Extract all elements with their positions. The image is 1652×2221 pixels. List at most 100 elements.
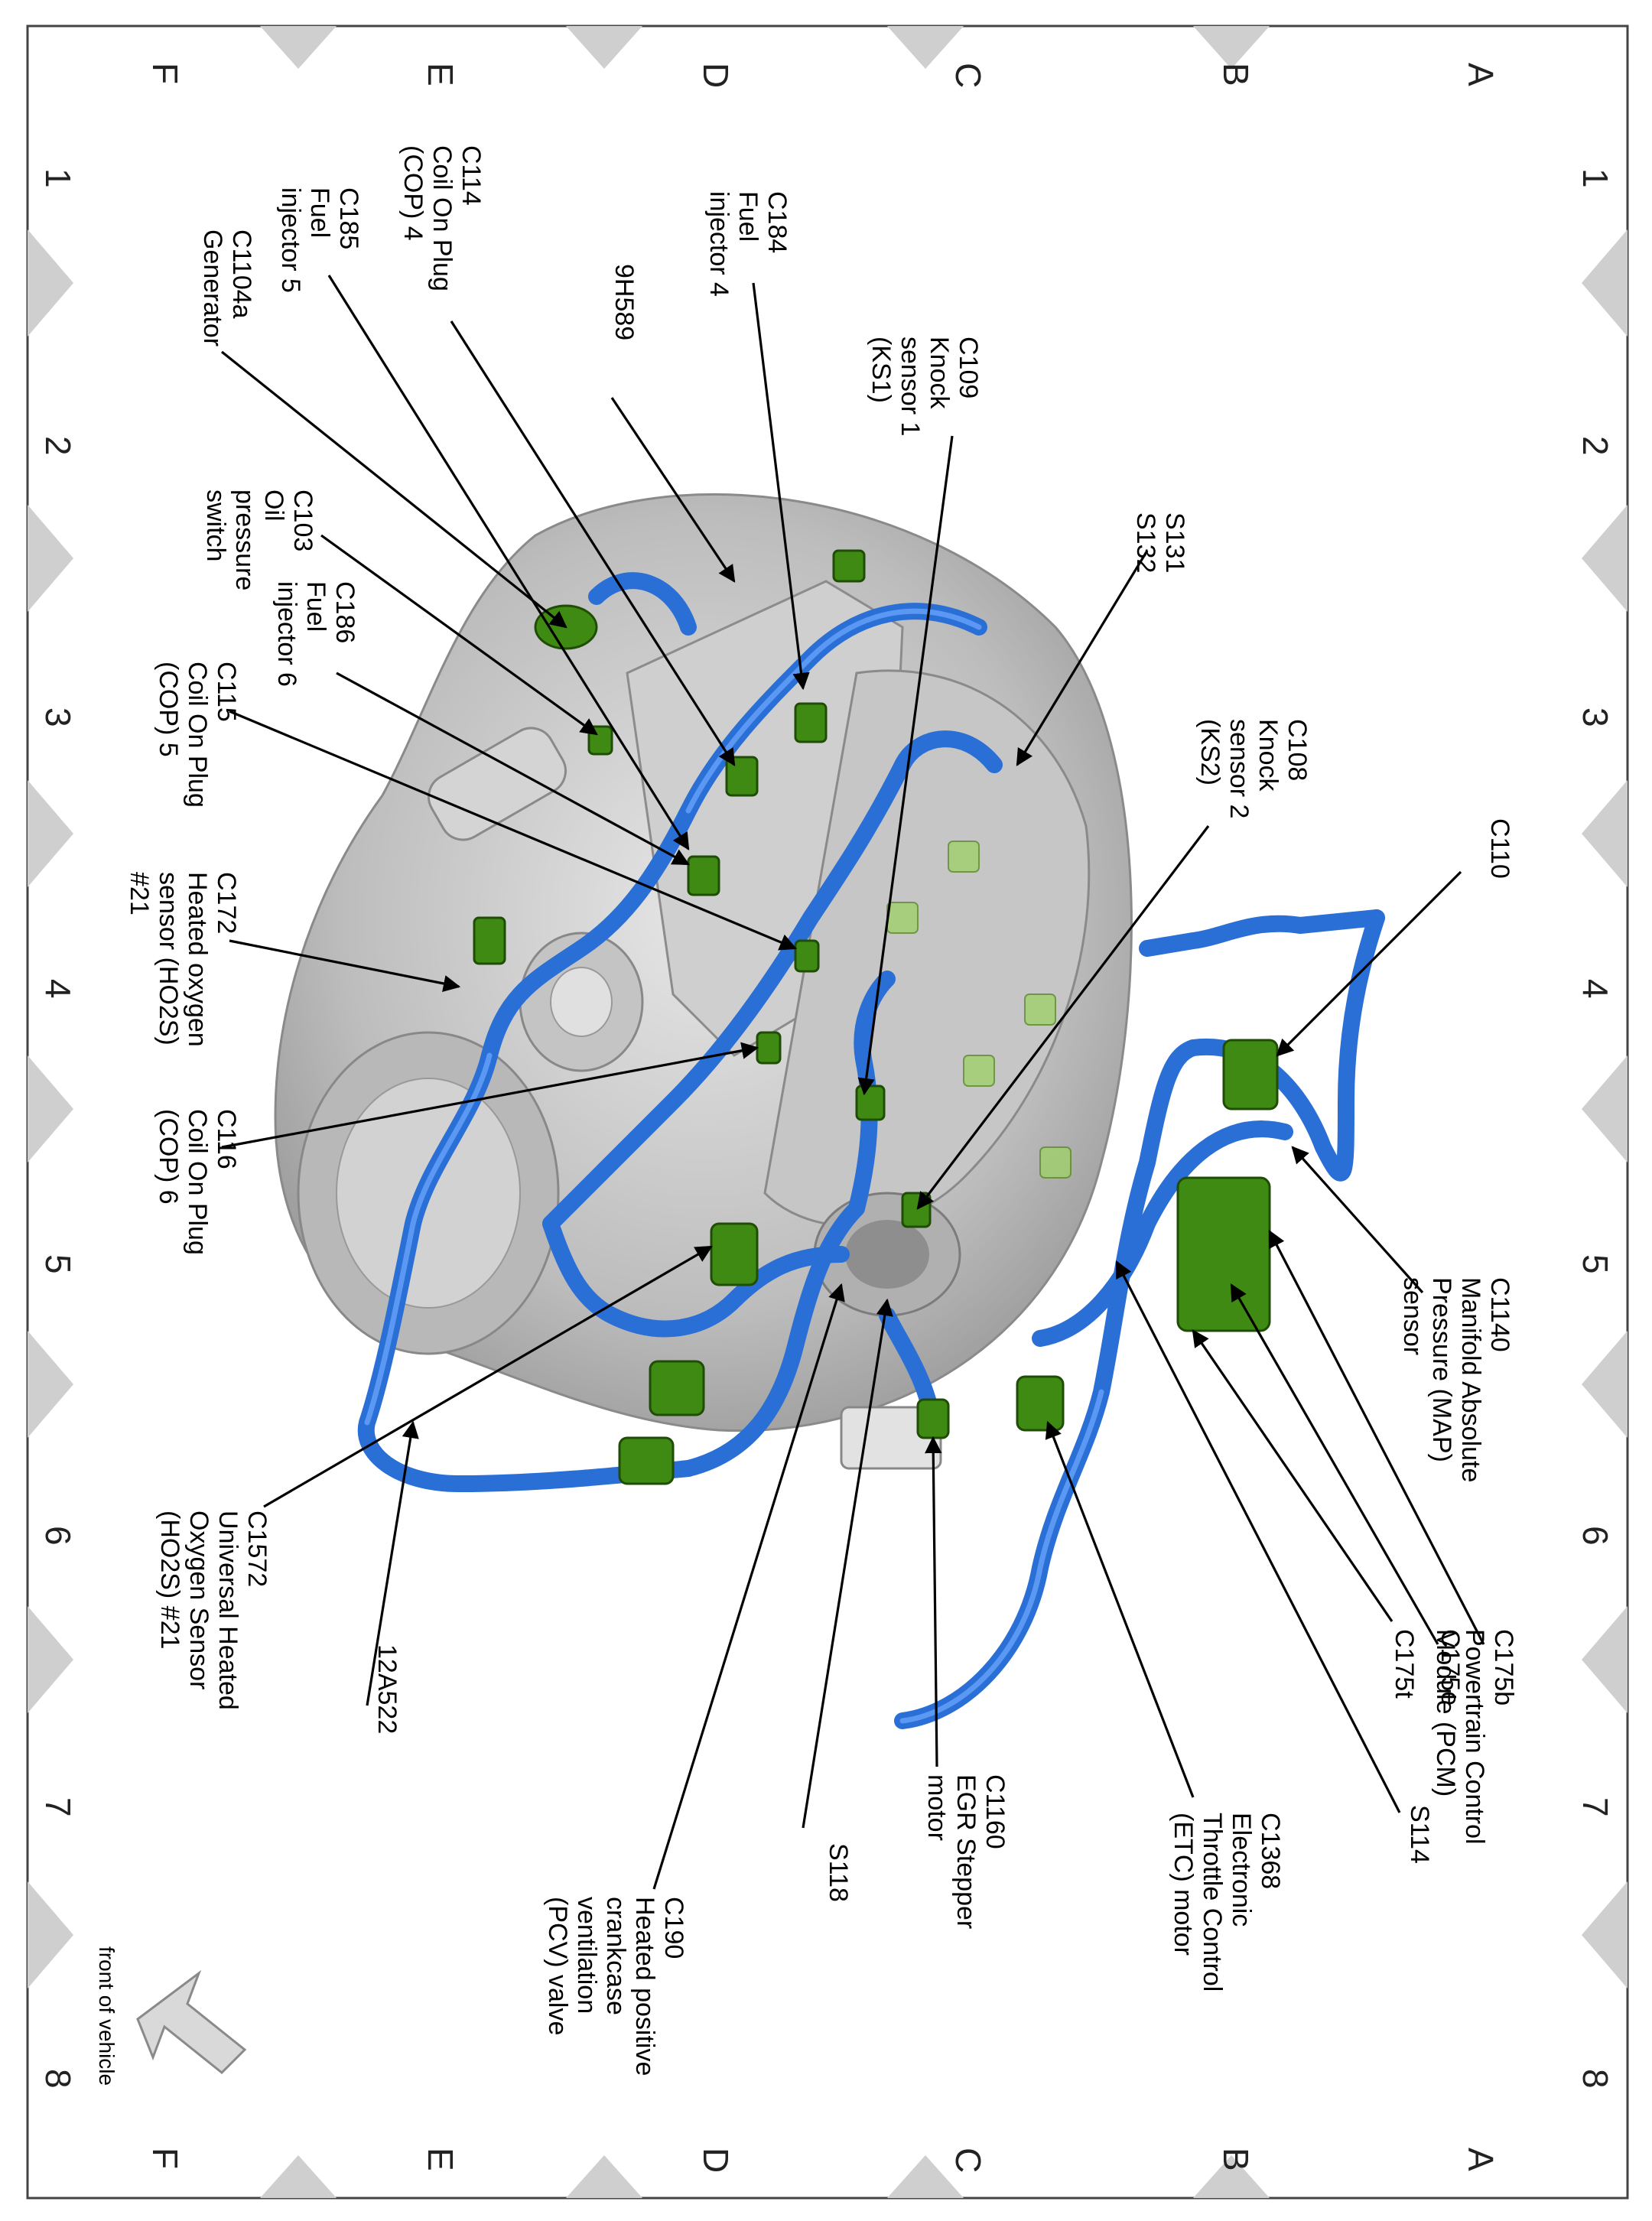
grid-col-1-right: 1 — [1576, 168, 1615, 188]
label-line: pressure — [230, 489, 259, 590]
component-labels: C184Fuelinjector 4 C109Knocksensor 1(KS1… — [125, 145, 1518, 2076]
label-line: (COP) 6 — [154, 1109, 183, 1205]
grid-col-5-right: 5 — [1576, 1254, 1615, 1274]
connector-c1572 — [710, 1222, 759, 1286]
label-line: Oxygen Sensor — [184, 1510, 213, 1689]
grid-col-1: 1 — [38, 168, 78, 188]
label-line: C172 — [212, 872, 241, 934]
oil-filter — [428, 727, 567, 841]
label-c175t: C175t — [1390, 1629, 1419, 1699]
label-line: C186 — [330, 581, 359, 643]
label-c190: C190Heated positivecrankcaseventilation(… — [543, 1897, 688, 2076]
connector-c1368 — [1016, 1375, 1065, 1432]
label-line: sensor — [1398, 1277, 1427, 1355]
label-line: EGR Stepper — [951, 1774, 980, 1929]
label-line: Fuel — [301, 581, 330, 632]
label-line: Knock — [1254, 719, 1283, 792]
grid-col-5: 5 — [38, 1254, 78, 1274]
label-line: C109 — [954, 337, 983, 398]
grid-row-a: A — [1461, 63, 1501, 86]
grid-col-6: 6 — [38, 1526, 78, 1546]
grid-row-d-bottom: D — [696, 2148, 736, 2173]
grid-markers — [28, 26, 1628, 2198]
connector-c109 — [855, 1084, 886, 1121]
label-line: switch — [201, 489, 230, 561]
label-c114: C114Coil On Plug(COP) 4 — [398, 145, 486, 291]
grid-col-8: 8 — [38, 2069, 78, 2089]
label-c103: C103Oilpressureswitch — [201, 489, 317, 590]
label-line: Heated oxygen — [183, 872, 212, 1047]
connector-12a522-branch — [649, 1360, 705, 1416]
label-c172: C172Heated oxygensensor (HO2S)#21 — [125, 872, 241, 1047]
front-arrow-icon — [136, 1969, 247, 2075]
wiring-harness — [357, 572, 1385, 1729]
label-line: C175t — [1390, 1629, 1419, 1699]
label-c108: C108Knocksensor 2(KS2) — [1195, 719, 1312, 818]
grid-row-f: F — [145, 63, 185, 84]
grid-numbers-right: 1 2 3 4 5 6 7 8 — [1576, 168, 1615, 2089]
grid-col-6-right: 6 — [1576, 1526, 1615, 1546]
grid-letters-top: A B C D E F — [145, 63, 1501, 88]
label-line: injector 5 — [276, 187, 305, 293]
grid-col-4: 4 — [38, 979, 78, 999]
grid-row-b-bottom: B — [1216, 2148, 1256, 2171]
label-line: Electronic — [1227, 1813, 1256, 1927]
label-line: S114 — [1405, 1805, 1434, 1864]
grid-col-3: 3 — [38, 707, 78, 727]
label-line: S131 — [1160, 512, 1189, 573]
label-line: Fuel — [305, 187, 334, 238]
label-line: C185 — [334, 187, 363, 249]
grid-row-d: D — [696, 63, 736, 88]
label-c1368: C1368ElectronicThrottle Control(ETC) mot… — [1169, 1813, 1285, 1992]
label-line: C1368 — [1256, 1813, 1285, 1889]
label-line: C103 — [288, 489, 317, 551]
label-line: (KS2) — [1195, 719, 1224, 785]
label-line: sensor 1 — [896, 337, 925, 436]
label-line: sensor 2 — [1224, 719, 1254, 818]
label-line: C114 — [457, 145, 486, 206]
label-line: injector 4 — [704, 191, 733, 297]
label-line: Heated positive — [630, 1897, 659, 2076]
connector-c110 — [1222, 1039, 1279, 1110]
grid-col-8-right: 8 — [1576, 2069, 1615, 2089]
label-s118: S118 — [824, 1843, 853, 1902]
label-c109: C109Knocksensor 1(KS1) — [867, 337, 983, 436]
label-line: (HO2S) #21 — [155, 1510, 184, 1649]
label-line: C1160 — [980, 1774, 1010, 1849]
grid-row-e: E — [421, 63, 460, 86]
label-line: Knock — [925, 337, 954, 409]
label-c1160: C1160EGR Steppermotor — [922, 1774, 1010, 1929]
label-line: ventilation — [572, 1897, 601, 2014]
label-line: Coil On Plug — [183, 1109, 212, 1255]
connector-c172 — [473, 916, 506, 965]
label-12a522: 12A522 — [372, 1644, 402, 1734]
label-line: (COP) 4 — [398, 145, 428, 241]
grid-row-e-bottom: E — [421, 2148, 460, 2171]
front-of-vehicle-label: front of vehicle — [95, 1946, 119, 2086]
label-c186: C186Fuelinjector 6 — [272, 581, 359, 687]
label-line: Manifold Absolute — [1456, 1277, 1485, 1482]
grid-col-4-right: 4 — [1576, 979, 1615, 999]
label-line: (PCV) valve — [543, 1897, 572, 2035]
label-line: (ETC) motor — [1169, 1813, 1198, 1956]
label-line: Pressure (MAP) — [1427, 1277, 1456, 1462]
label-line: C175e — [1436, 1629, 1465, 1706]
front-of-vehicle-indicator: front of vehicle — [95, 1946, 247, 2086]
connector-c115 — [794, 939, 820, 973]
label-c175b: C175bPowertrain ControlModule (PCM) — [1431, 1629, 1518, 1845]
label-line: Throttle Control — [1198, 1813, 1227, 1992]
label-line: Coil On Plug — [183, 662, 212, 808]
grid-row-c-bottom: C — [948, 2148, 988, 2173]
label-line: 12A522 — [372, 1644, 402, 1734]
label-line: C108 — [1283, 719, 1312, 781]
label-line: Universal Heated — [213, 1510, 242, 1710]
label-9h589: 9H589 — [610, 264, 639, 340]
label-line: S132 — [1131, 512, 1160, 573]
label-line: injector 6 — [272, 581, 301, 687]
grid-col-3-right: 3 — [1576, 707, 1615, 727]
label-line: (KS1) — [867, 337, 896, 403]
connector-top — [832, 549, 866, 583]
connector-c1160 — [916, 1398, 950, 1439]
label-line: sensor (HO2S) — [154, 872, 183, 1045]
